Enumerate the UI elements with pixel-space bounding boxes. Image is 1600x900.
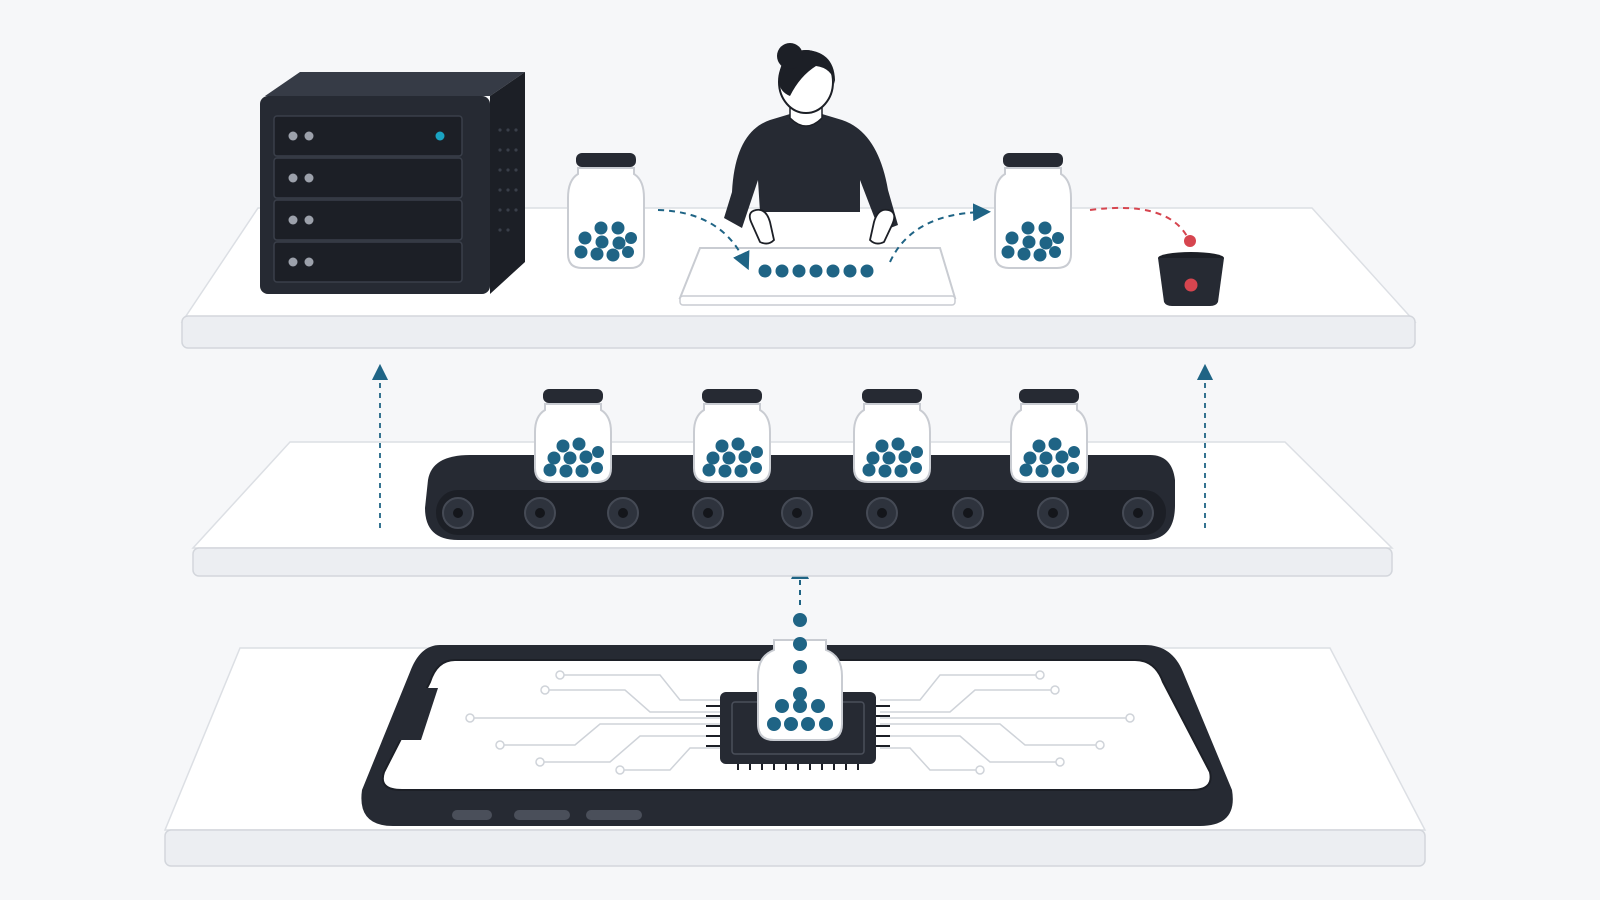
jar-icon — [534, 389, 612, 483]
jar-icon — [994, 153, 1072, 269]
bead-cluster — [574, 221, 637, 262]
bead-cluster — [1001, 221, 1064, 262]
rejected-bead — [1184, 278, 1198, 292]
discard-bin-icon — [1158, 252, 1224, 306]
reject-arrow — [1089, 206, 1196, 247]
jar-icon — [853, 389, 931, 483]
flow-arrow-to-tray — [657, 209, 750, 271]
bead-cluster — [767, 699, 833, 731]
sorting-tray-icon — [678, 247, 957, 306]
phone-slot — [586, 810, 642, 820]
server-rack-icon — [260, 72, 525, 294]
bead-cluster — [543, 437, 604, 478]
sorted-beads — [758, 264, 874, 278]
conveyor-belt-icon — [425, 455, 1175, 540]
server-drive-bay — [273, 157, 463, 199]
jar-icon — [1010, 389, 1088, 483]
circuit-traces — [470, 674, 1130, 771]
circuit-nodes — [465, 670, 1135, 775]
conveyor-rollers — [442, 497, 1154, 529]
jar-icon — [693, 389, 771, 483]
rejected-bead — [1184, 235, 1196, 247]
bead-cluster — [702, 437, 763, 478]
jar-icon — [567, 153, 645, 269]
rising-beads — [793, 613, 807, 701]
server-drive-bay — [273, 115, 463, 157]
server-drive-bay — [273, 199, 463, 241]
person-icon — [724, 43, 898, 245]
server-drive-bay — [273, 241, 463, 283]
phone-slot — [514, 810, 570, 820]
phone-slot — [452, 810, 492, 820]
bead-cluster — [862, 437, 923, 478]
bead-cluster — [1019, 437, 1080, 478]
status-light — [435, 131, 445, 141]
